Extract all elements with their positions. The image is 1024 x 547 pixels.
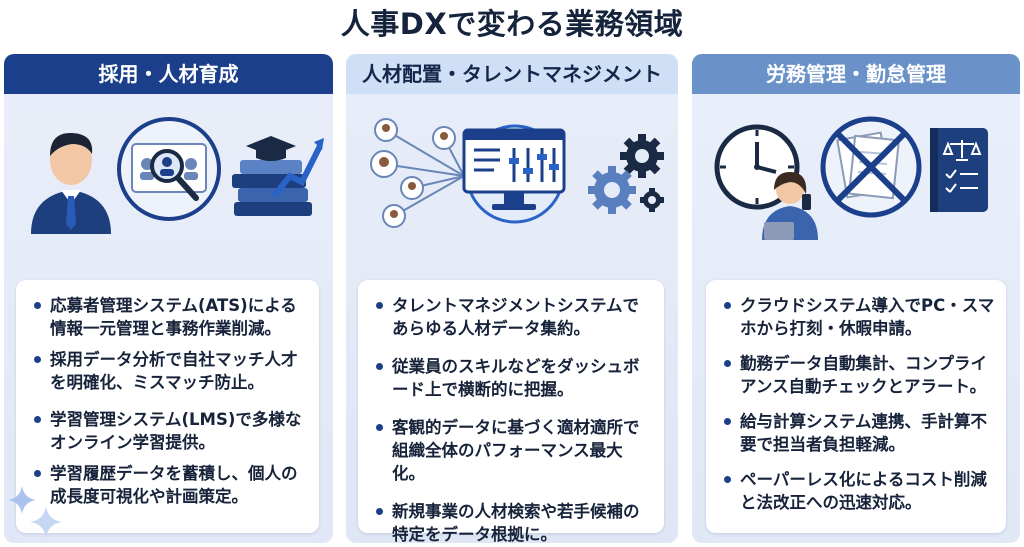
panel-illustration — [692, 114, 1020, 274]
bullet-card: 応募者管理システム(ATS)による情報一元管理と事務作業削減。 採用データ分析で… — [16, 280, 319, 533]
panel-illustration — [4, 114, 333, 274]
panel-heading: 人材配置・タレントマネジメント — [346, 54, 678, 94]
bullet-item: 従業員のスキルなどをダッシュボード上で横断的に把握。 — [376, 355, 654, 401]
bullet-item: 学習履歴データを蓄積し、個人の成長度可視化や計画策定。 — [34, 462, 309, 508]
no-paper-icon — [820, 116, 922, 218]
panel-talent-management: 人材配置・タレントマネジメント — [346, 54, 678, 543]
law-book-icon — [930, 128, 988, 212]
bullet-card: クラウドシステム導入でPC・スマホから打刻・休暇申請。 勤務データ自動集計、コン… — [706, 280, 1006, 533]
sparkle-icon — [8, 486, 62, 538]
education-growth-icon — [232, 136, 324, 216]
bullet-item: 新規事業の人材検索や若手候補の特定をデータ根拠に。 — [376, 500, 654, 543]
panel-illustration — [346, 114, 678, 274]
bullet-item: 応募者管理システム(ATS)による情報一元管理と事務作業削減。 — [34, 294, 309, 340]
panel-heading: 労務管理・勤怠管理 — [692, 54, 1020, 94]
search-candidates-icon — [117, 117, 221, 221]
bullet-card: タレントマネジメントシステムであらゆる人材データ集約。 従業員のスキルなどをダッ… — [358, 280, 664, 543]
bullet-item: クラウドシステム導入でPC・スマホから打刻・休暇申請。 — [724, 294, 996, 340]
gears-icon — [588, 134, 664, 214]
bullet-item: 採用データ分析で自社マッチ人才を明確化、ミスマッチ防止。 — [34, 348, 309, 394]
bullet-item: タレントマネジメントシステムであらゆる人材データ集約。 — [376, 294, 654, 340]
panel-labor-management: 労務管理・勤怠管理 — [692, 54, 1020, 543]
panel-heading: 採用・人材育成 — [4, 54, 333, 94]
bullet-item: 給与計算システム連携、手計算不要で担当者負担軽減。 — [724, 410, 996, 456]
worker-smartphone-icon — [762, 172, 818, 240]
businessman-icon — [31, 132, 111, 234]
people-network-icon — [370, 118, 465, 228]
panel-recruitment: 採用・人材育成 — [4, 54, 333, 543]
sparkle-icon — [970, 488, 1008, 530]
bullet-item: ペーパーレス化によるコスト削減と法改正への迅速対応。 — [724, 468, 996, 514]
bullet-item: 客観的データに基づく適材適所で組織全体のパフォーマンス最大化。 — [376, 416, 654, 485]
bullet-item: 勤務データ自動集計、コンプライアンス自動チェックとアラート。 — [724, 352, 996, 398]
page-title: 人事DXで変わる業務領域 — [340, 7, 684, 41]
dashboard-monitor-icon — [462, 124, 566, 224]
bullet-item: 学習管理システム(LMS)で多様なオンライン学習提供。 — [34, 408, 309, 454]
